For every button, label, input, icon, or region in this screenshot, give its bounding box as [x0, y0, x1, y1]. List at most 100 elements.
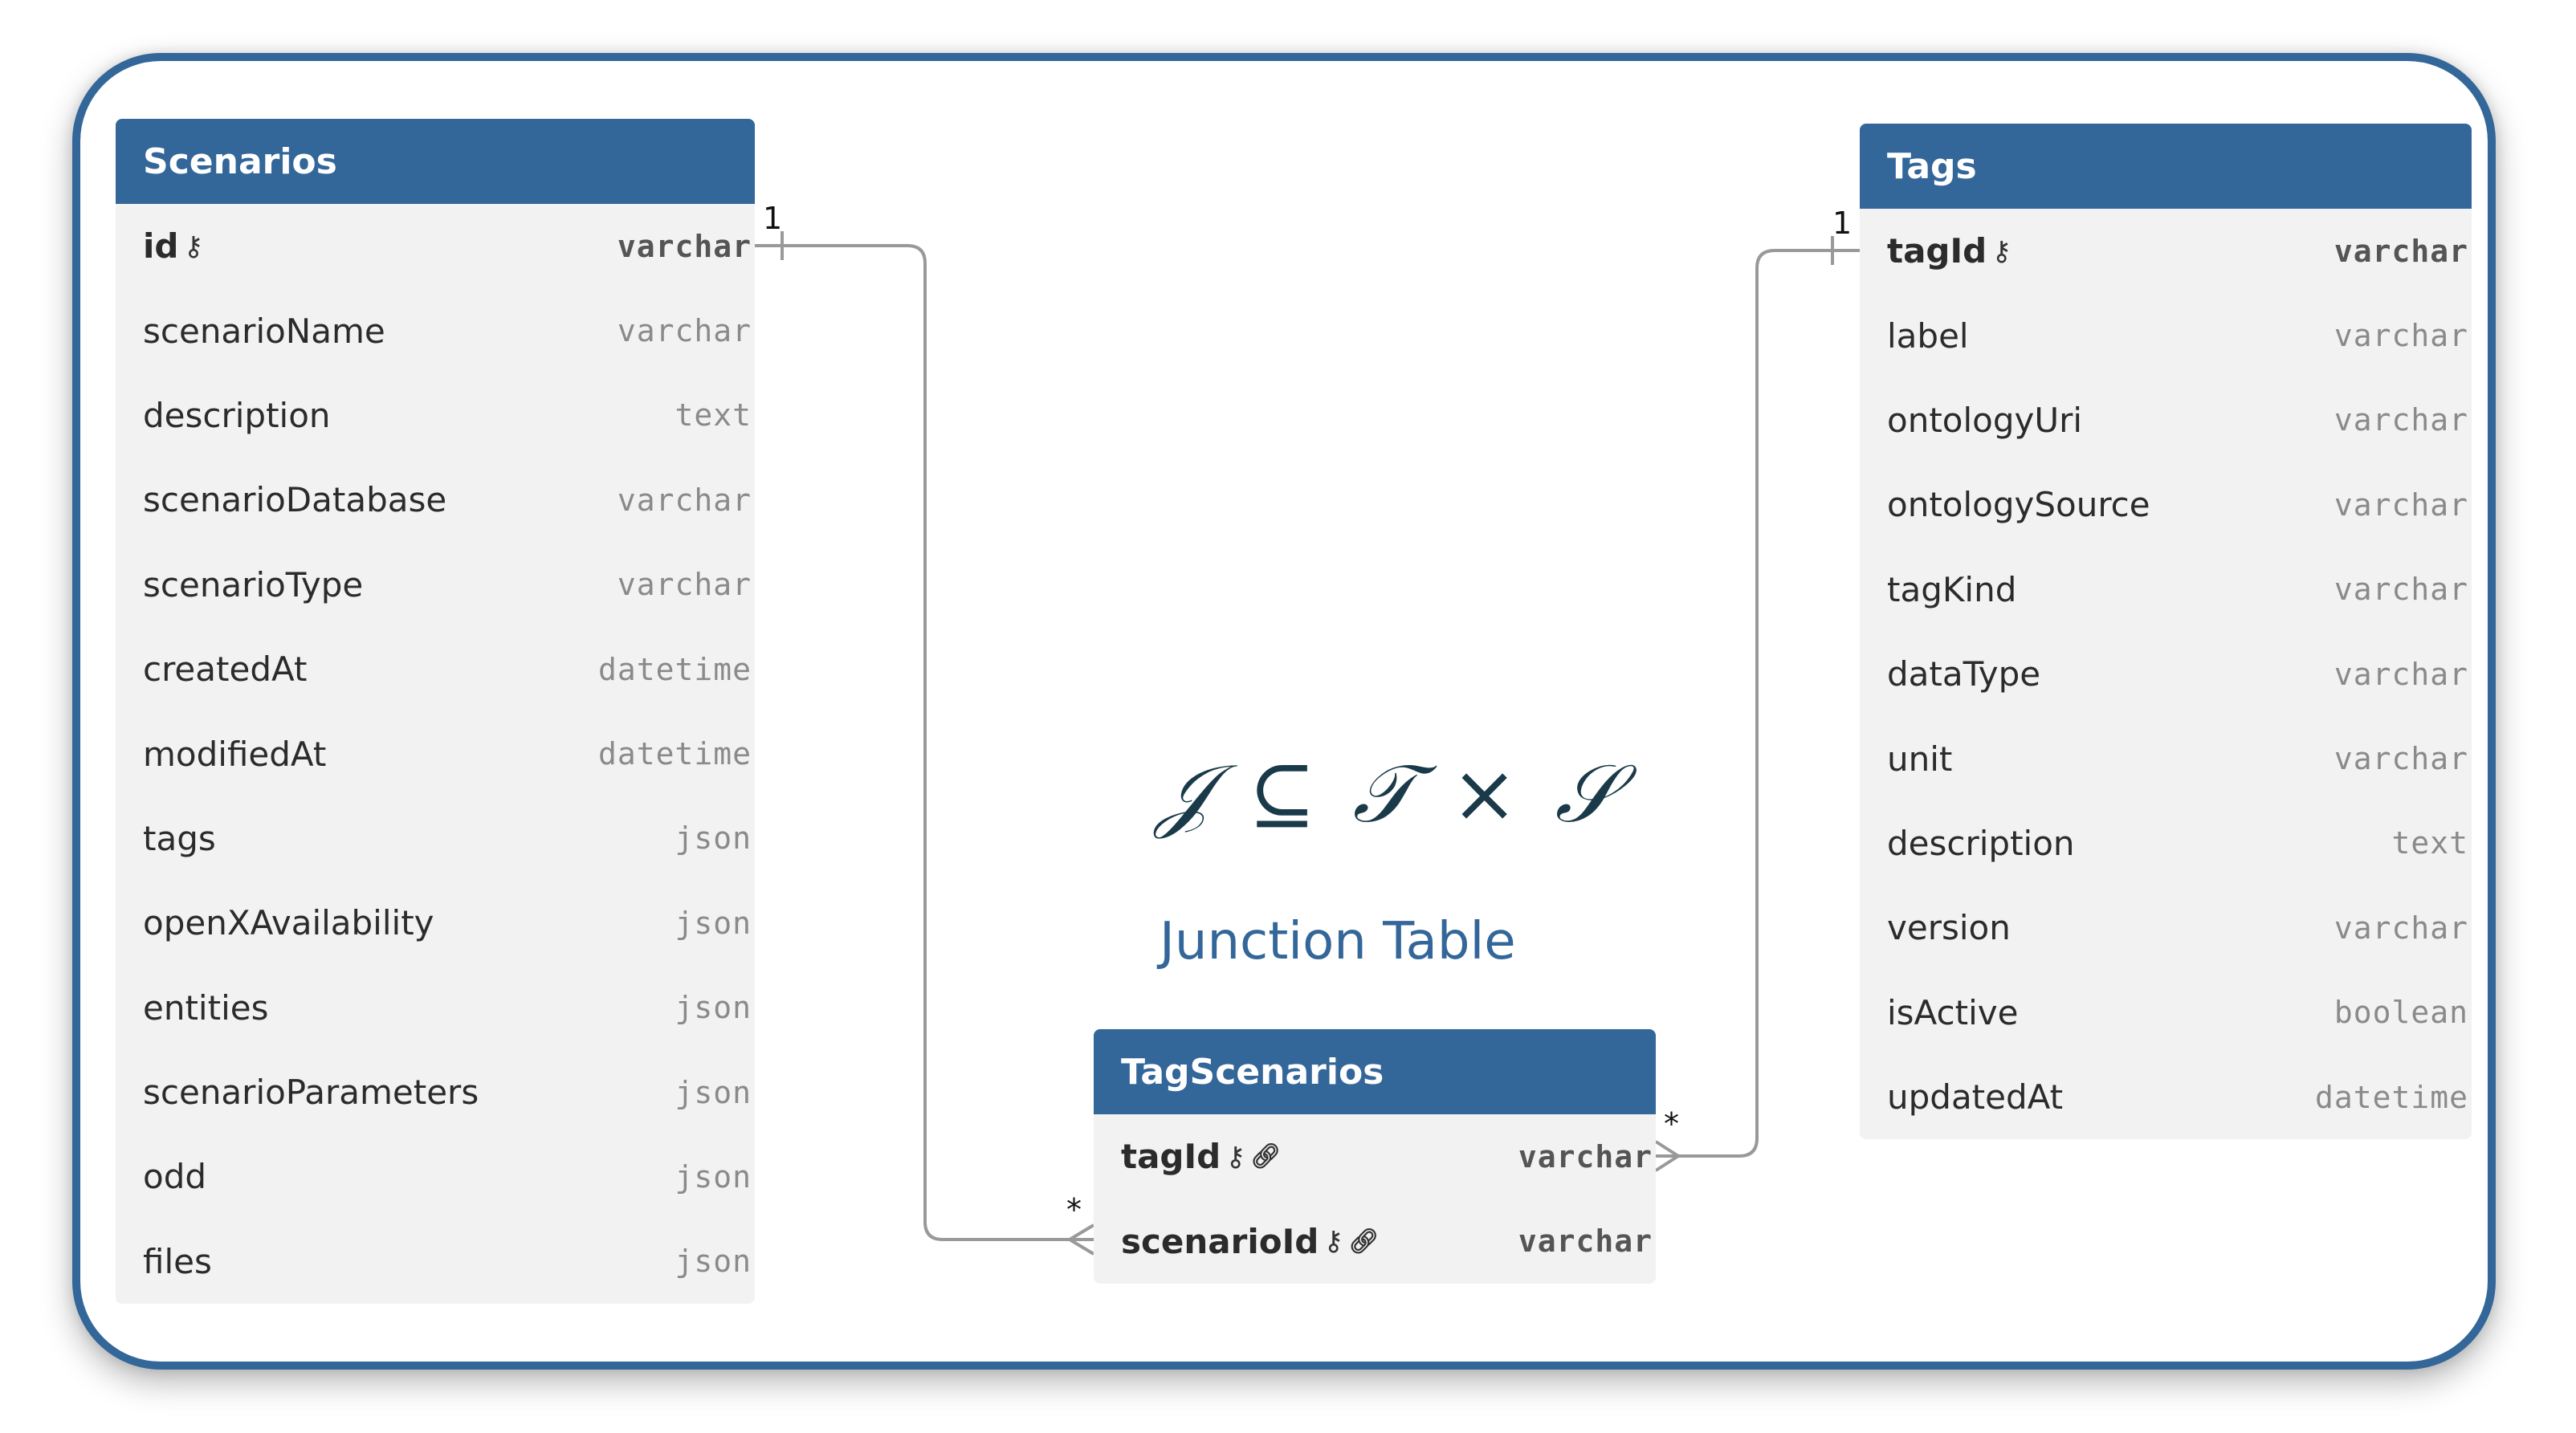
- table-row[interactable]: isActive boolean: [1860, 971, 2472, 1055]
- tags-table-title: Tags: [1860, 124, 2472, 209]
- field-name: dataType: [1887, 654, 2040, 694]
- formula-times-symbol: ×: [1450, 747, 1518, 841]
- field-type: text: [2391, 825, 2468, 861]
- cardinality-scenarios-one: 1: [763, 201, 783, 236]
- table-row[interactable]: dataType varchar: [1860, 632, 2472, 716]
- many-marker-scenarios: [1066, 1223, 1095, 1256]
- table-row[interactable]: scenarioParameters json: [116, 1050, 755, 1134]
- relation-line-tags: [1656, 249, 1860, 1158]
- field-name-text: tagId: [1121, 1137, 1221, 1177]
- field-name-text: entities: [143, 987, 269, 1028]
- table-row[interactable]: openXAvailability json: [116, 881, 755, 965]
- field-name-text: description: [1887, 823, 2075, 863]
- field-type: json: [675, 1074, 752, 1110]
- field-type: varchar: [2333, 572, 2468, 608]
- table-row[interactable]: entities json: [116, 966, 755, 1050]
- field-type: json: [675, 990, 752, 1026]
- table-row[interactable]: description text: [1860, 801, 2472, 885]
- field-name-text: unit: [1887, 739, 1953, 779]
- field-name: scenarioType: [143, 565, 363, 605]
- field-type: datetime: [2314, 1079, 2468, 1115]
- field-type: json: [675, 1244, 752, 1280]
- field-type: text: [675, 397, 752, 434]
- field-name: scenarioDatabase: [143, 480, 446, 519]
- table-row[interactable]: id⚷ varchar: [116, 204, 755, 288]
- field-name: unit: [1887, 739, 1952, 779]
- field-name: version: [1887, 908, 2011, 947]
- scenarios-table-title: Scenarios: [116, 119, 755, 204]
- table-row[interactable]: description text: [116, 373, 755, 458]
- field-type: varchar: [2333, 656, 2468, 692]
- field-name-text: scenarioDatabase: [143, 480, 447, 520]
- field-name-text: ontologyUri: [1887, 400, 2083, 440]
- field-name-text: openXAvailability: [143, 903, 434, 943]
- table-row[interactable]: scenarioId⚷🔗︎varchar: [1094, 1199, 1656, 1283]
- field-name: files: [143, 1242, 212, 1281]
- field-name: tagId⚷🔗︎: [1121, 1137, 1281, 1176]
- field-name: description: [1887, 824, 2075, 863]
- field-type: json: [675, 905, 752, 941]
- field-name: ontologySource: [1887, 485, 2150, 524]
- scenarios-table[interactable]: Scenarios id⚷ varchar scenarioName varchar d…: [116, 119, 755, 1305]
- field-name-text: description: [143, 395, 331, 435]
- field-name-text: files: [143, 1241, 212, 1281]
- field-name-text: modifiedAt: [143, 734, 327, 774]
- field-name-text: tags: [143, 818, 216, 858]
- field-name: isActive: [1887, 993, 2018, 1032]
- field-name-text: scenarioType: [143, 564, 364, 605]
- field-name: id⚷: [143, 226, 203, 266]
- field-name: openXAvailability: [143, 903, 434, 942]
- field-type: json: [675, 1158, 752, 1195]
- field-name: tagKind: [1887, 570, 2016, 609]
- field-type: varchar: [617, 228, 752, 264]
- field-name: modifiedAt: [143, 735, 326, 774]
- field-name-text: label: [1887, 316, 1969, 356]
- field-type: varchar: [1518, 1223, 1653, 1260]
- table-row[interactable]: scenarioName varchar: [116, 288, 755, 372]
- field-name: scenarioName: [143, 311, 385, 351]
- table-row[interactable]: tagId⚷🔗︎varchar: [1094, 1114, 1656, 1199]
- field-name-text: scenarioParameters: [143, 1073, 479, 1113]
- link-icon: 🔗︎: [1348, 1227, 1380, 1256]
- table-row[interactable]: tagId⚷varchar: [1860, 209, 2472, 293]
- field-name: scenarioParameters: [143, 1073, 479, 1112]
- cardinality-tags-many: *: [1664, 1106, 1679, 1142]
- many-marker-tags: [1654, 1140, 1681, 1172]
- field-name: odd: [143, 1157, 206, 1196]
- table-row[interactable]: files json: [116, 1219, 755, 1304]
- field-name-text: createdAt: [143, 649, 308, 690]
- field-name-text: version: [1887, 908, 2011, 948]
- field-name-text: odd: [143, 1157, 207, 1197]
- table-row[interactable]: modifiedAt datetime: [116, 711, 755, 796]
- table-row[interactable]: ontologySource varchar: [1860, 462, 2472, 547]
- field-type: varchar: [2333, 486, 2468, 523]
- field-type: varchar: [2333, 233, 2468, 269]
- cardinality-scenarios-many: *: [1066, 1192, 1082, 1227]
- field-name-text: dataType: [1887, 654, 2041, 694]
- table-row[interactable]: odd json: [116, 1134, 755, 1219]
- formula-subset-symbol: ⊆: [1248, 747, 1316, 841]
- junction-formula: 𝒥 ⊆ 𝒯 × 𝒮: [1156, 747, 1617, 841]
- field-type: datetime: [597, 736, 752, 772]
- field-name: label: [1887, 316, 1969, 356]
- tagscenarios-table-title: TagScenarios: [1094, 1029, 1656, 1114]
- field-name-text: scenarioName: [143, 311, 385, 351]
- field-type: varchar: [617, 313, 752, 349]
- table-row[interactable]: tagKind varchar: [1860, 548, 2472, 632]
- field-name-text: scenarioId: [1121, 1221, 1319, 1261]
- field-type: boolean: [2333, 995, 2468, 1031]
- formula-tags-set: 𝒯: [1352, 747, 1414, 841]
- field-name-text: isActive: [1887, 992, 2019, 1032]
